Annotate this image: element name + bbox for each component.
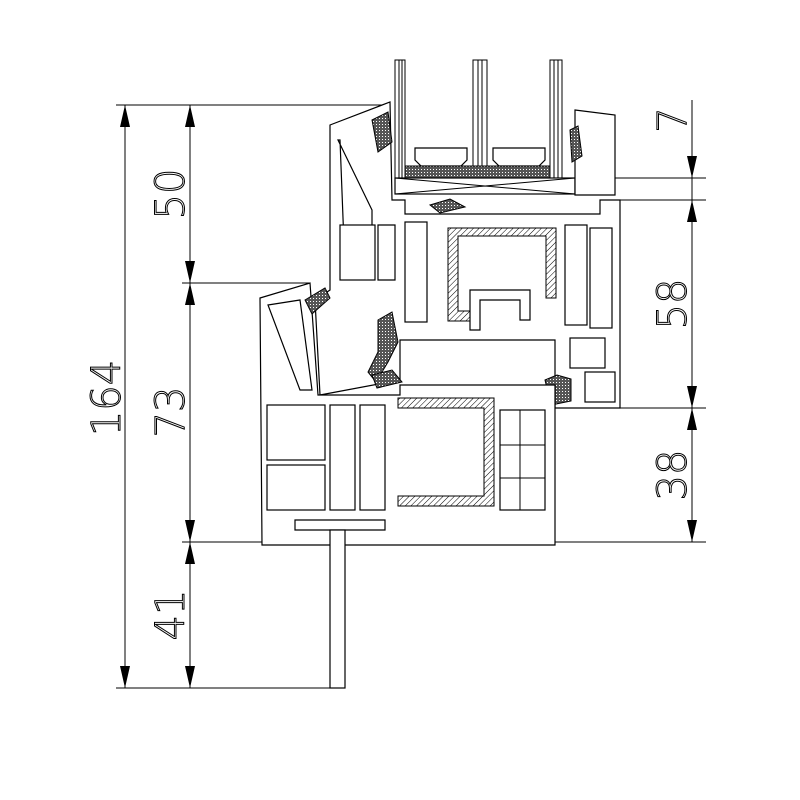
dimension-right: 7 58 38 — [650, 100, 697, 542]
dimension-lines: 164 50 73 41 7 58 38 — [84, 100, 697, 688]
frame-profile — [259, 282, 556, 689]
dimension-label-73: 73 — [148, 387, 194, 438]
triple-glazing — [394, 59, 576, 195]
extension-lines — [116, 104, 706, 689]
dimension-overall-height: 164 — [84, 105, 131, 688]
dimension-sash-top: 50 73 41 — [148, 105, 195, 688]
dimension-label-164: 164 — [84, 360, 130, 436]
dimension-label-41: 41 — [148, 590, 194, 641]
dimension-label-58: 58 — [650, 279, 696, 330]
dimension-label-38: 38 — [650, 450, 696, 501]
dimension-label-7: 7 — [650, 107, 696, 132]
dimension-label-50: 50 — [148, 169, 194, 220]
